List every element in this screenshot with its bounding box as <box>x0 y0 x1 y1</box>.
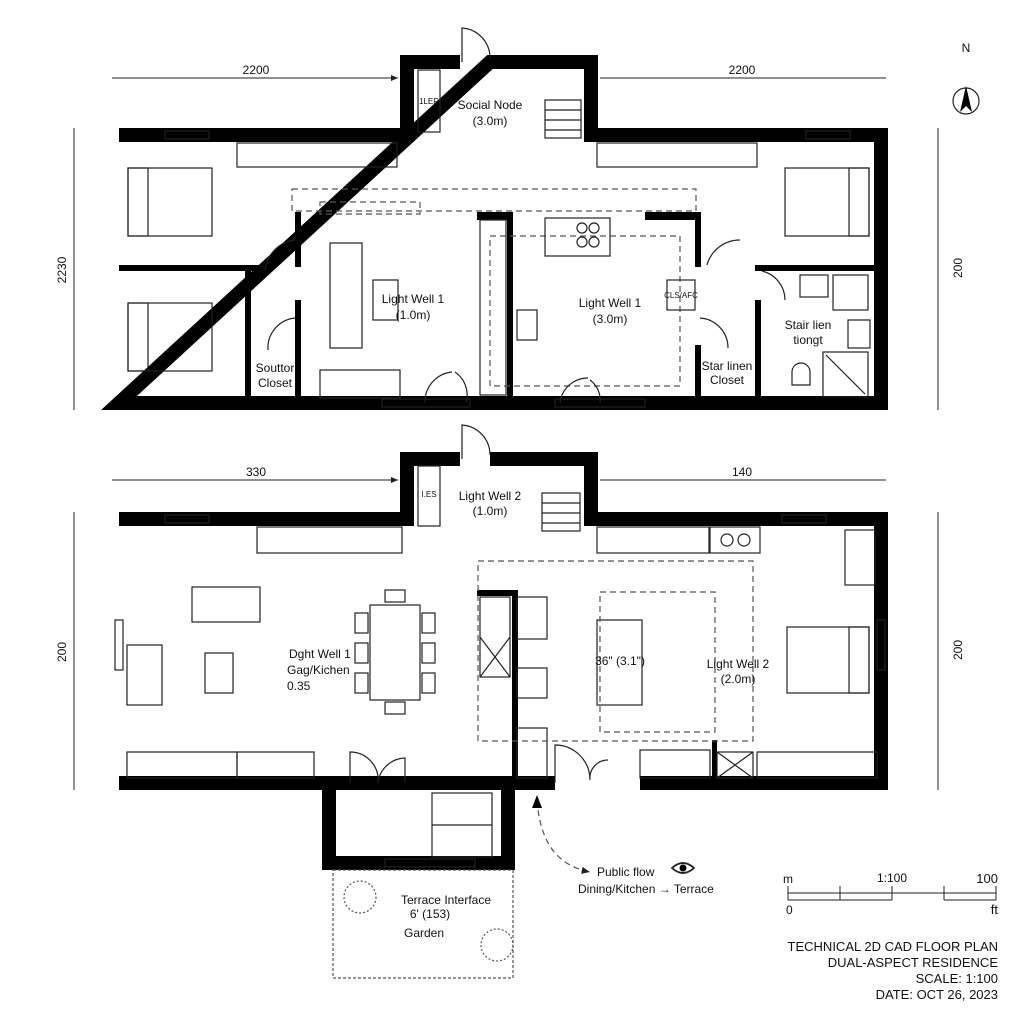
dim-left: 2230 <box>55 256 69 283</box>
eye-icon <box>670 862 696 874</box>
dim-top-right: 2200 <box>729 63 756 77</box>
island-label: 36" (3.1") <box>595 654 645 668</box>
scale-unit-bottom: ft <box>991 902 999 917</box>
room-value: 0.35 <box>287 679 311 693</box>
dim-left: 200 <box>55 642 69 662</box>
shelf-tag: CLS/AFC <box>664 291 698 300</box>
room-label: Light Well 2 <box>707 657 770 671</box>
north-label: N <box>962 41 971 55</box>
scale-ratio: 1:100 <box>877 871 907 885</box>
room-label: Stair lien <box>785 318 832 332</box>
flow-path: Dining/Kitchen → Terrace <box>578 882 714 896</box>
room-label: Star linen <box>702 359 753 373</box>
room-size: (2.0m) <box>721 672 756 686</box>
room-label: Dght Well 1 <box>289 647 351 661</box>
north-arrow-icon: N <box>952 41 980 115</box>
dim-top-right: 140 <box>732 465 752 479</box>
dim-top-left: 330 <box>246 465 266 479</box>
room-label: Souttor <box>256 361 295 375</box>
title-line-2: DUAL-ASPECT RESIDENCE <box>828 955 999 970</box>
room-size: (1.0m) <box>396 308 431 322</box>
room-size: 6' (153) <box>410 907 450 921</box>
stair-tag: I.ES <box>421 490 436 499</box>
upper-plan: 1LER CLS/AFC <box>55 27 965 410</box>
title-scale: SCALE: 1:100 <box>916 971 998 986</box>
entry-door <box>461 27 491 62</box>
title-line-1: TECHNICAL 2D CAD FLOOR PLAN <box>788 939 998 954</box>
entry-door <box>461 424 491 459</box>
room-label: Light Well 2 <box>459 489 522 503</box>
scale-zero: 0 <box>786 903 793 917</box>
scale-unit-top: m <box>783 872 793 886</box>
room-label: Social Node <box>458 98 523 112</box>
dim-right: 200 <box>951 258 965 278</box>
room-label: Light Well 1 <box>382 292 445 306</box>
room-label: Light Well 1 <box>579 296 642 310</box>
scale-bar: m 1:100 100 0 ft <box>783 871 998 917</box>
room-label: Gag/Kichen <box>287 663 350 677</box>
title-block: TECHNICAL 2D CAD FLOOR PLAN DUAL-ASPECT … <box>788 939 999 1002</box>
room-label: tiongt <box>793 333 823 347</box>
room-size: (1.0m) <box>473 504 508 518</box>
stair-tag: 1LER <box>419 97 439 106</box>
room-label: Garden <box>404 926 444 940</box>
title-date: DATE: OCT 26, 2023 <box>876 987 998 1002</box>
room-label: Closet <box>710 373 745 387</box>
flow-title: Public flow <box>597 865 655 879</box>
room-label: Closet <box>258 376 293 390</box>
dim-right: 200 <box>951 640 965 660</box>
room-size: (3.0m) <box>593 312 628 326</box>
dim-top-left: 2200 <box>243 63 270 77</box>
scale-max: 100 <box>976 871 998 886</box>
room-label: Terrace Interface <box>401 893 491 907</box>
room-size: (3.0m) <box>473 114 508 128</box>
lower-plan: I.ES <box>55 424 965 979</box>
